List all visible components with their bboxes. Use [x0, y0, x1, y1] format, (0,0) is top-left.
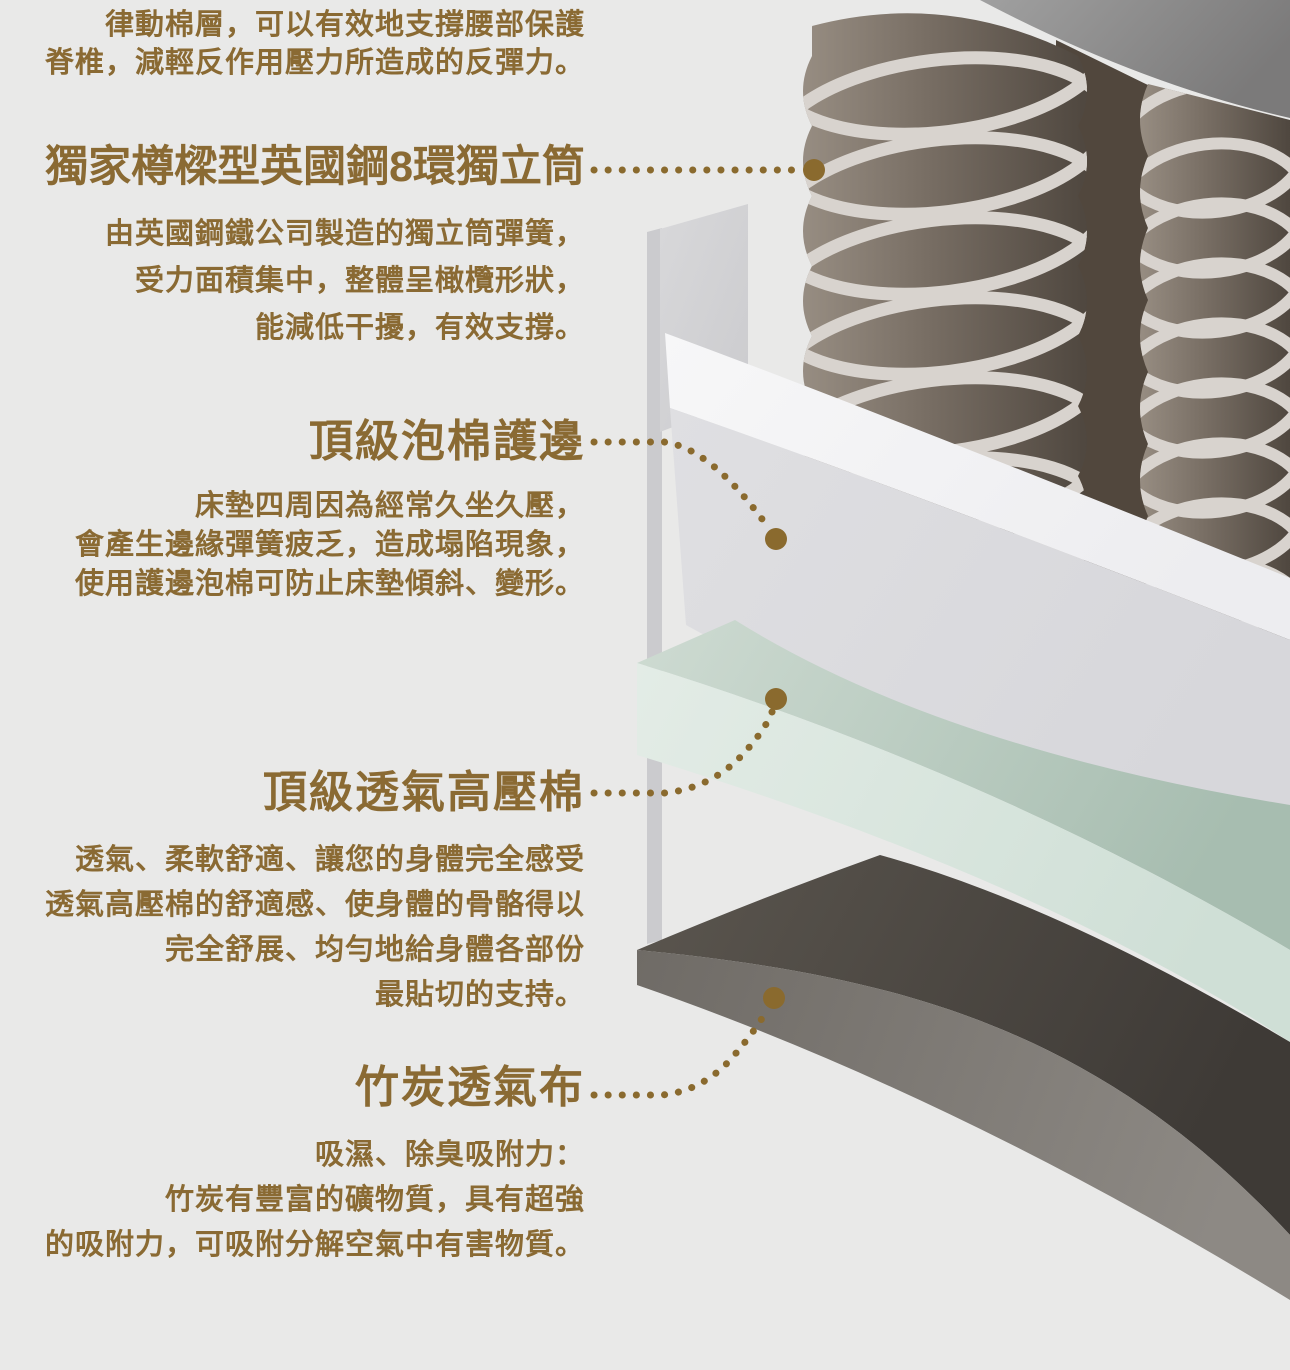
foam-edge-front-face: [670, 408, 1290, 807]
intro-line: 脊椎，減輕反作用壓力所造成的反彈力。: [44, 47, 585, 79]
bamboo-heading: 竹炭透氣布: [355, 1063, 585, 1112]
cotton-paragraph: 透氣、柔軟舒適、讓您的身體完全感受 透氣高壓棉的舒適感、使身體的骨骼得以 完全舒…: [45, 838, 585, 1018]
cotton-heading: 頂級透氣高壓棉: [263, 768, 585, 817]
springs-line: 受力面積集中，整體呈橄欖形狀，: [134, 265, 585, 297]
bamboo-paragraph: 吸濕、除臭吸附力： 竹炭有豐富的礦物質，具有超強 的吸附力，可吸附分解空氣中有害…: [45, 1133, 585, 1268]
cotton-layer: [637, 620, 1290, 1042]
foam-edge-top-face: [665, 333, 1290, 640]
bamboo-line: 吸濕、除臭吸附力：: [314, 1139, 585, 1171]
foam-edge-line: 床墊四周因為經常久坐久壓，: [194, 490, 585, 522]
bamboo-line: 的吸附力，可吸附分解空氣中有害物質。: [44, 1229, 585, 1261]
foam-edge-line: 會產生邊緣彈簧疲乏，造成塌陷現象，: [74, 529, 585, 561]
foam-edge-line: 使用護邊泡棉可防止床墊傾斜、變形。: [74, 568, 585, 600]
springs-heading: 獨家樽樑型英國鋼8環獨立筒: [45, 143, 585, 191]
springs-line: 由英國鋼鐵公司製造的獨立筒彈簧，: [104, 218, 585, 250]
leader-springs: [590, 159, 825, 181]
intro-line: 律動棉層，可以有效地支撐腰部保護: [104, 9, 585, 41]
cotton-line: 完全舒展、均勻地給身體各部份: [164, 934, 585, 966]
charcoal-layer: [637, 855, 1290, 1300]
leader-cotton: [590, 688, 787, 797]
charcoal-front-face: [637, 950, 1290, 1300]
leader-bamboo: [590, 987, 785, 1099]
foam-edge-heading: 頂級泡棉護邊: [309, 417, 585, 466]
foam-edge-layer: [665, 333, 1290, 807]
bamboo-line: 竹炭有豐富的礦物質，具有超強: [164, 1184, 585, 1216]
cotton-line: 透氣高壓棉的舒適感、使身體的骨骼得以: [44, 889, 585, 921]
foam-edge-paragraph: 床墊四周因為經常久坐久壓， 會產生邊緣彈簧疲乏，造成塌陷現象， 使用護邊泡棉可防…: [75, 487, 585, 604]
cotton-top-face: [637, 620, 1290, 950]
top-panel: [980, 0, 1290, 118]
cotton-front-face: [637, 663, 1290, 1042]
springs-paragraph: 由英國鋼鐵公司製造的獨立筒彈簧， 受力面積集中，整體呈橄欖形狀， 能減低干擾，有…: [105, 211, 585, 352]
charcoal-top-face: [637, 855, 1290, 1235]
leader-foam-edge: [590, 438, 787, 550]
cotton-line: 透氣、柔軟舒適、讓您的身體完全感受: [74, 844, 585, 876]
intro-paragraph: 律動棉層，可以有效地支撐腰部保護 脊椎，減輕反作用壓力所造成的反彈力。: [45, 6, 585, 82]
springs-line: 能減低干擾，有效支撐。: [254, 312, 585, 344]
cotton-line: 最貼切的支持。: [374, 979, 585, 1011]
